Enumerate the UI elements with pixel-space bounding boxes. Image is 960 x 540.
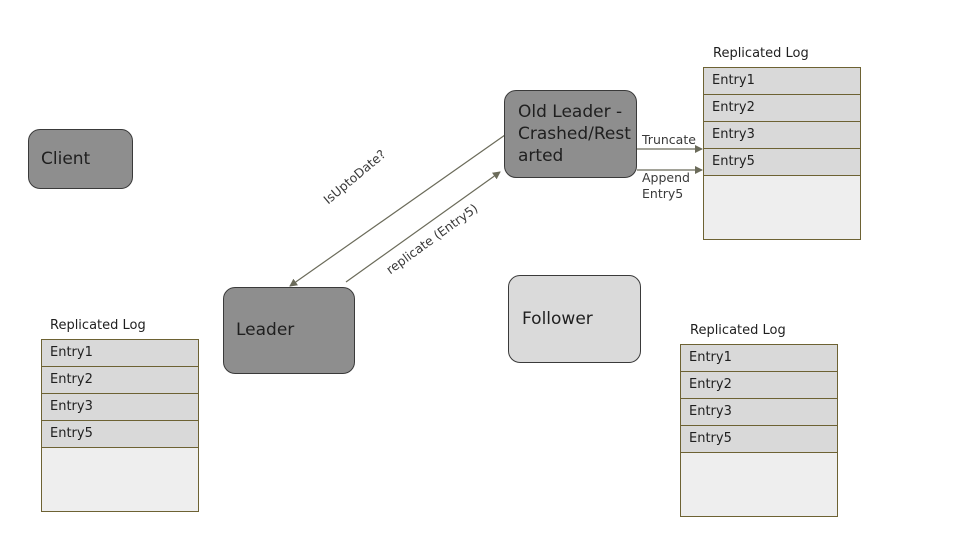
log-entry: Entry5: [704, 149, 860, 176]
log-entry: Entry5: [42, 421, 198, 448]
client-node: Client: [28, 129, 133, 189]
log-entry: Entry1: [704, 68, 860, 95]
replicate-arrow: [345, 171, 501, 283]
old-leader-node: Old Leader - Crashed/Rest arted: [504, 90, 637, 178]
log-entry: Entry1: [42, 340, 198, 367]
client-label: Client: [41, 148, 91, 169]
log-entry: Entry2: [681, 372, 837, 399]
log-entry: Entry3: [42, 394, 198, 421]
log-entry: Entry3: [704, 122, 860, 149]
log-entry: Entry1: [681, 345, 837, 372]
old-leader-label: Old Leader - Crashed/Rest arted: [518, 101, 631, 167]
leader-log-title: Replicated Log: [50, 318, 146, 333]
leader-label: Leader: [236, 320, 295, 341]
log-entry: Entry5: [681, 426, 837, 453]
append-label: Append Entry5: [642, 170, 690, 201]
follower-log: Entry1 Entry2 Entry3 Entry5: [680, 344, 838, 517]
leader-log: Entry1 Entry2 Entry3 Entry5: [41, 339, 199, 512]
old-leader-log: Entry1 Entry2 Entry3 Entry5: [703, 67, 861, 240]
follower-log-title: Replicated Log: [690, 323, 786, 338]
old-leader-log-title: Replicated Log: [713, 46, 809, 61]
log-entry: Entry3: [681, 399, 837, 426]
follower-label: Follower: [522, 308, 593, 329]
truncate-label: Truncate: [642, 132, 696, 147]
follower-node: Follower: [508, 275, 641, 363]
log-entry: Entry2: [704, 95, 860, 122]
leader-node: Leader: [223, 287, 355, 374]
isuptodate-arrow: [289, 134, 506, 287]
log-entry: Entry2: [42, 367, 198, 394]
